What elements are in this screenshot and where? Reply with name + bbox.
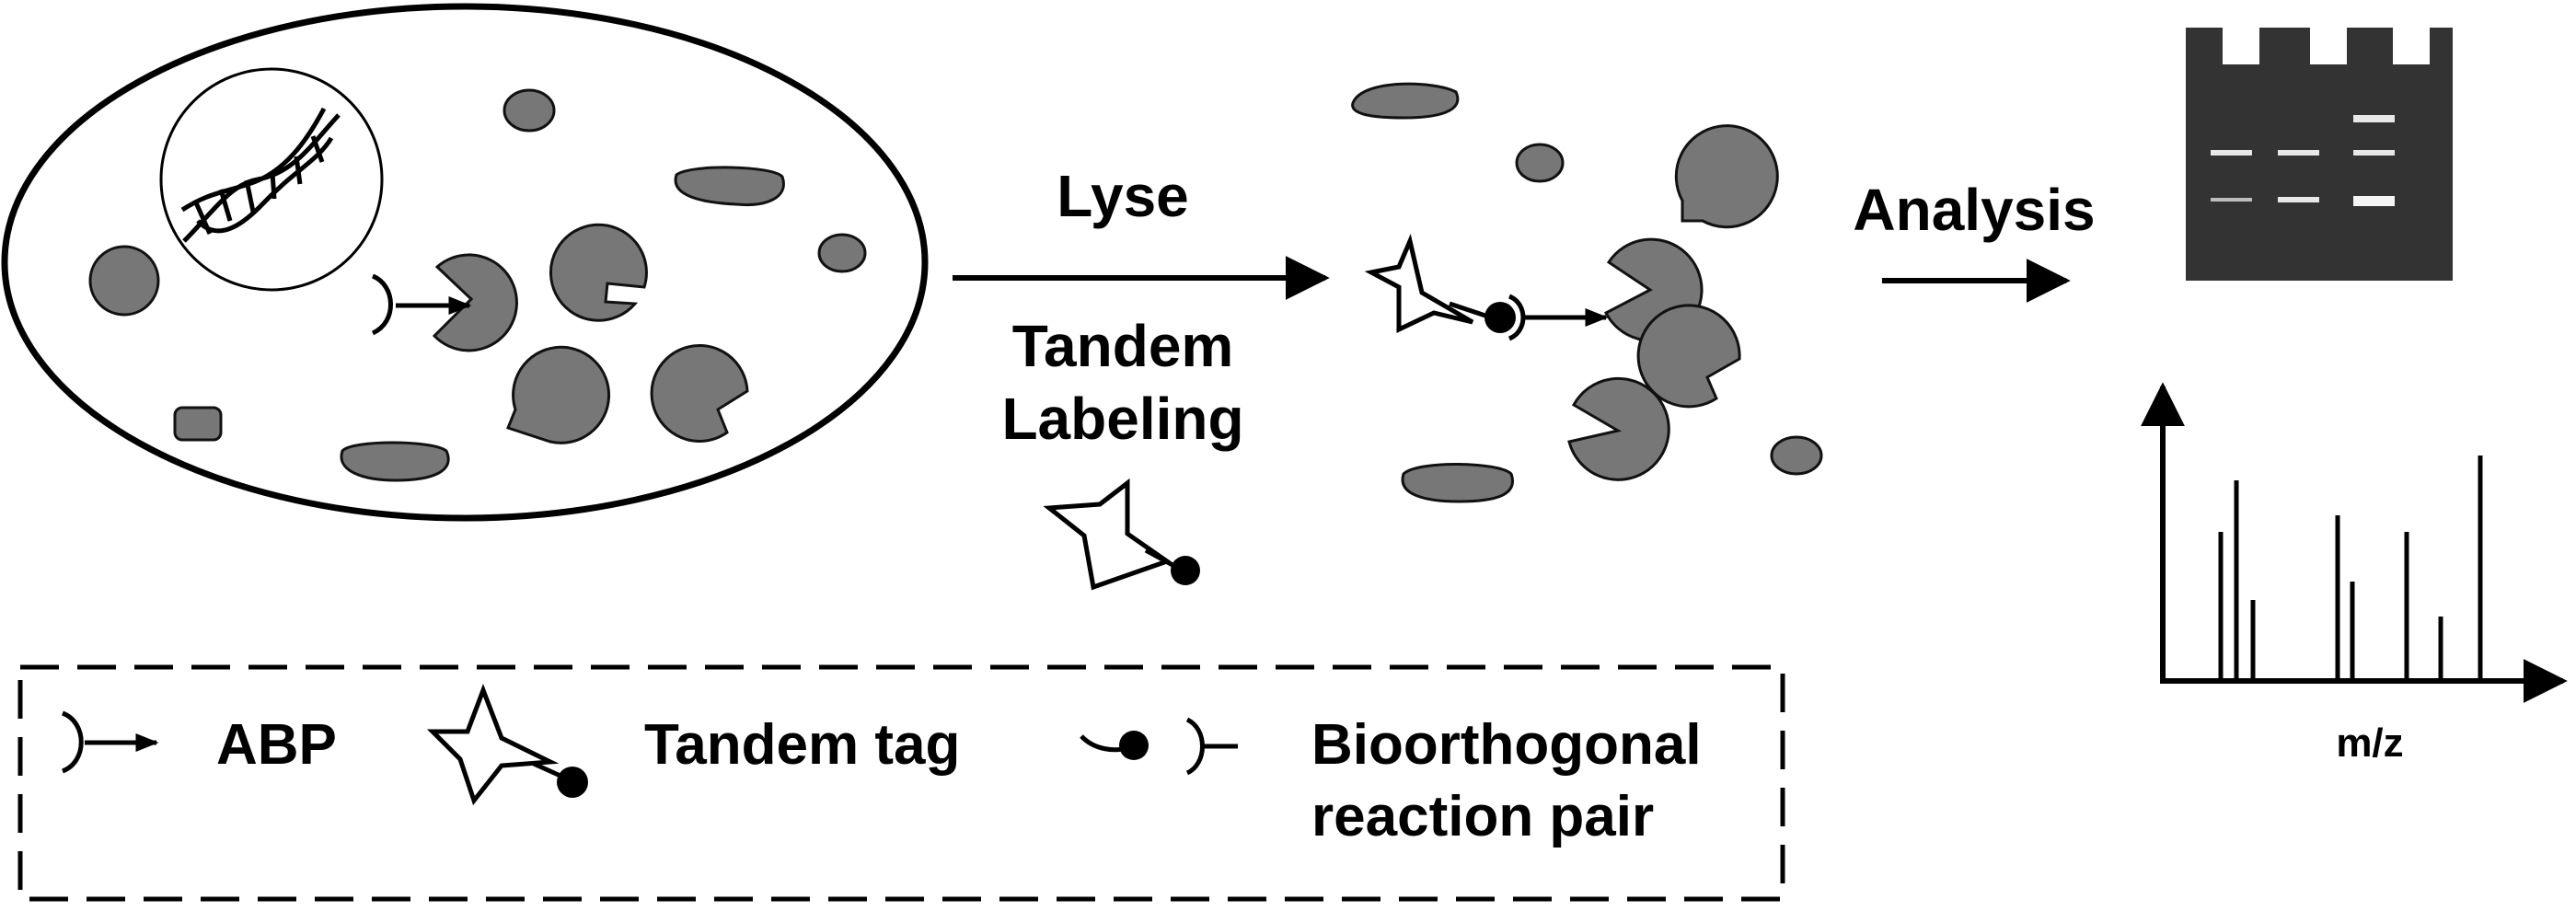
organelle-blob bbox=[674, 166, 785, 207]
protein-icon bbox=[1674, 124, 1779, 229]
lyse-label: Lyse bbox=[1057, 163, 1189, 229]
dna-icon bbox=[180, 107, 341, 243]
protein-icon bbox=[1567, 376, 1670, 481]
legend-box bbox=[17, 664, 1785, 902]
gel-icon bbox=[2186, 28, 2453, 281]
protein-icon bbox=[549, 223, 648, 322]
spectrum-x-label: m/z bbox=[2336, 721, 2403, 766]
analysis-label: Analysis bbox=[1853, 177, 2095, 243]
legend-bioorthogonal-label-line1: Bioorthogonal bbox=[1311, 713, 1702, 777]
tandem-labeling-label-line1: Tandem bbox=[1012, 313, 1234, 379]
organelle-blob bbox=[340, 441, 450, 482]
legend-abp-label: ABP bbox=[216, 713, 337, 777]
legend-bioorthogonal-pair-icon bbox=[1080, 717, 1238, 776]
tandem-labeling-label-line2: Labeling bbox=[1001, 386, 1243, 452]
lysate-blob bbox=[1515, 143, 1565, 183]
organelle-blob bbox=[502, 88, 556, 133]
mass-spectrum: m/z bbox=[2141, 382, 2568, 766]
lysate-blob bbox=[1770, 435, 1823, 476]
tandem-tag-icon bbox=[1043, 478, 1200, 591]
legend-abp-icon bbox=[61, 710, 159, 774]
legend-tandem-tag-icon bbox=[426, 683, 588, 806]
organelle-blob bbox=[817, 233, 867, 273]
organelle-blob bbox=[173, 406, 223, 442]
protein-icon bbox=[650, 344, 749, 443]
organelle-blob bbox=[88, 245, 160, 317]
legend-tandem-tag-label: Tandem tag bbox=[644, 713, 960, 777]
protein-icon bbox=[1636, 304, 1741, 409]
lysate-blob bbox=[1351, 82, 1460, 120]
lysate-blob bbox=[1401, 463, 1514, 503]
legend: ABP Tandem tag Bioorthogonal reaction pa… bbox=[17, 664, 1785, 902]
legend-bioorthogonal-label-line2: reaction pair bbox=[1311, 785, 1654, 848]
abp-icon bbox=[371, 273, 472, 336]
protein-icon bbox=[506, 345, 611, 444]
protein-icon bbox=[432, 253, 518, 352]
labeled-probe-complex bbox=[1364, 233, 1609, 341]
